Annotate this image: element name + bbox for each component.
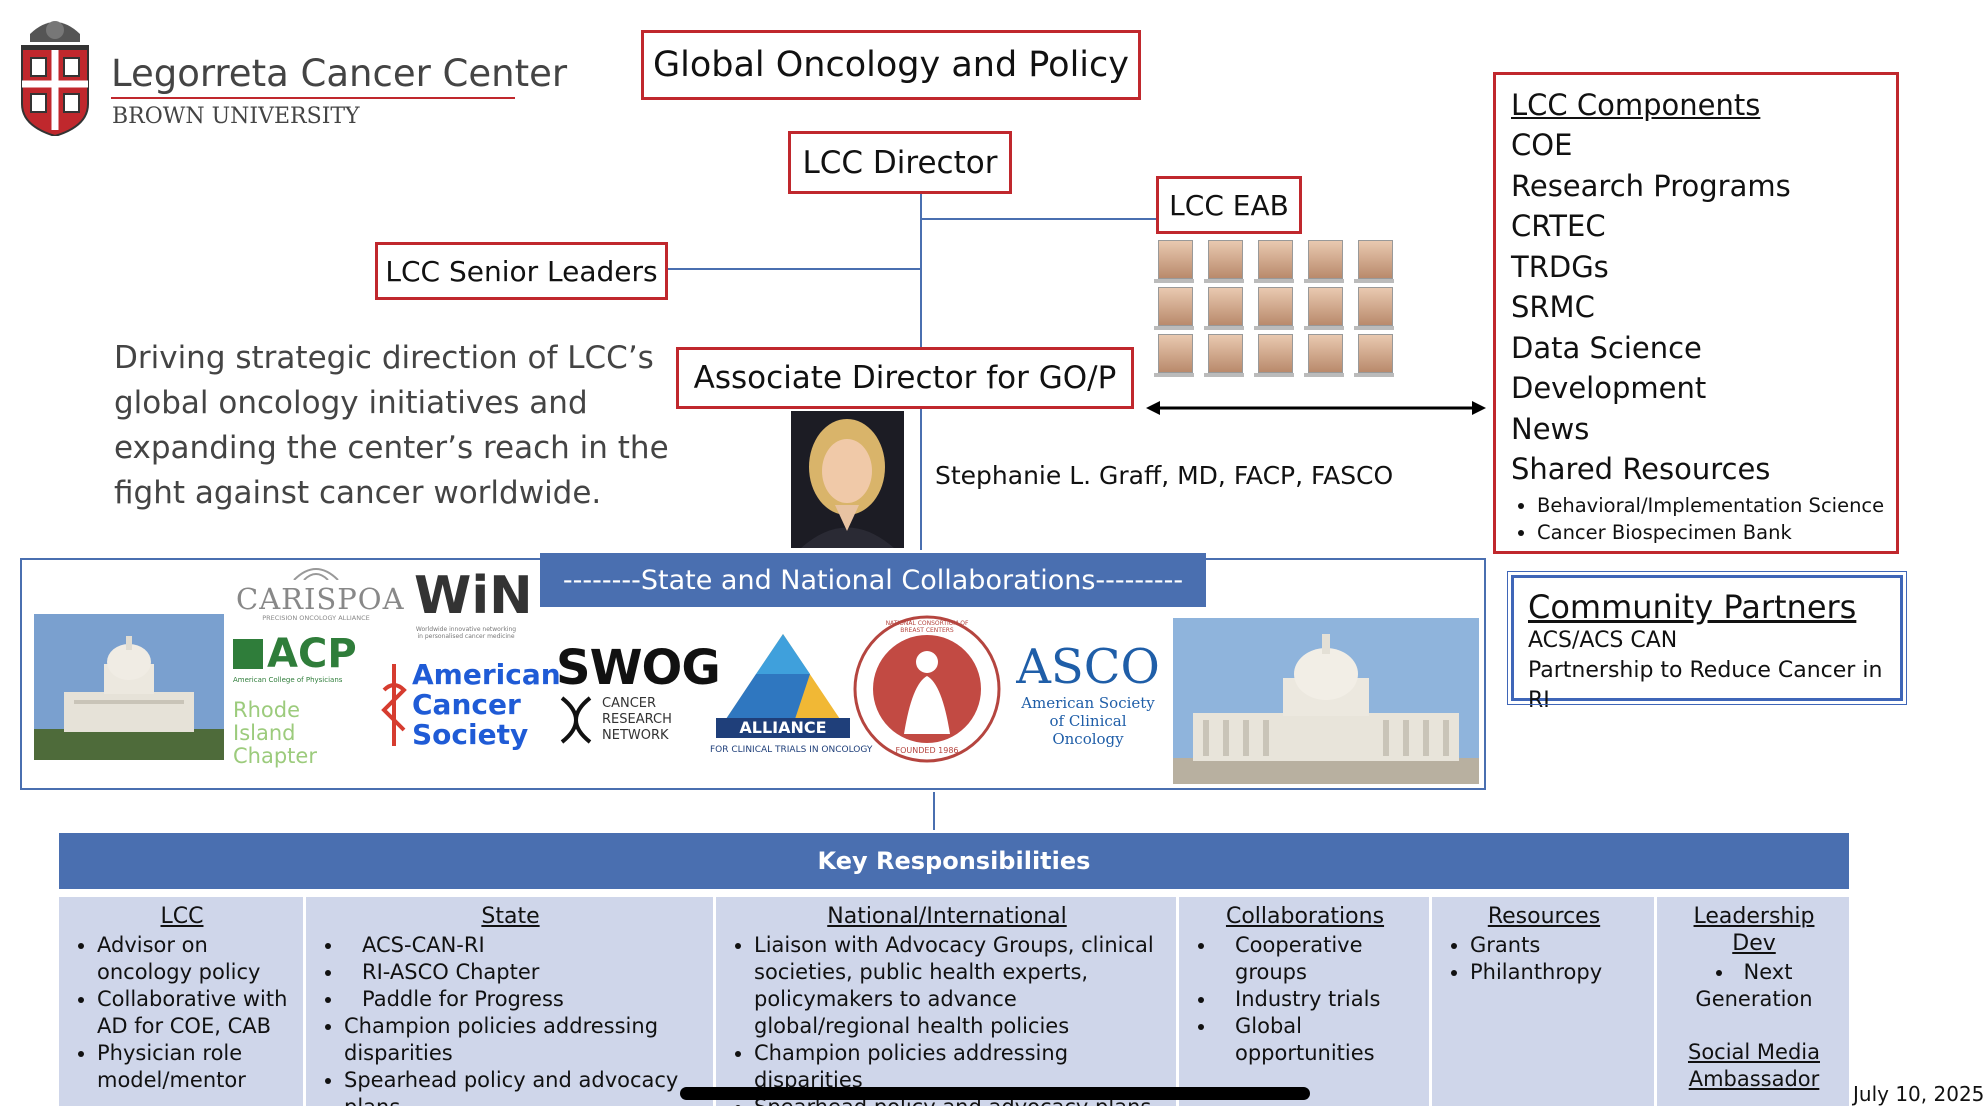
col-item: Liaison with Advocacy Groups, clinical s… bbox=[754, 932, 1166, 1040]
col-heading: LCC bbox=[71, 903, 293, 930]
col-heading: National/International bbox=[728, 903, 1166, 930]
acp-name: ACP bbox=[267, 632, 357, 676]
responsibilities-banner: Key Responsibilities bbox=[59, 833, 1849, 889]
page-title: Global Oncology and Policy bbox=[641, 30, 1141, 100]
component-item: Development bbox=[1511, 368, 1896, 409]
logo-university: BROWN UNIVERSITY bbox=[112, 104, 360, 129]
swog-subtitle: CANCER RESEARCH NETWORK bbox=[602, 696, 682, 744]
component-item: CRTEC bbox=[1511, 206, 1896, 247]
col-item: Champion policies addressing disparities bbox=[754, 1040, 1166, 1094]
responsibilities-col-state: State ACS-CAN-RI RI-ASCO Chapter Paddle … bbox=[306, 897, 713, 1106]
dna-icon bbox=[556, 696, 596, 744]
col-item: Physician role model/mentor bbox=[97, 1040, 293, 1094]
associate-director-photo bbox=[791, 411, 904, 548]
acs-name: American Cancer Society bbox=[412, 660, 552, 750]
director-box: LCC Director bbox=[788, 131, 1012, 194]
connector-eab bbox=[920, 218, 1158, 220]
component-item: Data Science bbox=[1511, 328, 1896, 369]
associate-director-name: Stephanie L. Graff, MD, FACP, FASCO bbox=[935, 461, 1393, 490]
col-heading: State bbox=[318, 903, 703, 930]
col-item: Global opportunities bbox=[1217, 1013, 1419, 1067]
lcc-components-box: LCC Components COE Research Programs CRT… bbox=[1493, 72, 1899, 554]
col-item: Next Generation bbox=[1669, 959, 1839, 1013]
win-logo: WiN Worldwide innovative networking in p… bbox=[414, 566, 518, 656]
col-item: Philanthropy bbox=[1470, 959, 1644, 986]
component-item: Research Programs bbox=[1511, 166, 1896, 207]
acp-chapter: Rhode Island Chapter bbox=[233, 699, 348, 768]
col-item: Collaborative with AD for COE, CAB bbox=[97, 986, 293, 1040]
ncbc-logo: NATIONAL CONSORTIUM OF BREAST CENTERS FO… bbox=[852, 614, 1002, 764]
caris-poa-logo: CARISPOA PRECISION ONCOLOGY ALLIANCE bbox=[236, 564, 396, 626]
responsibilities-col-national: National/International Liaison with Advo… bbox=[716, 897, 1176, 1106]
associate-director-box: Associate Director for GO/P bbox=[676, 347, 1134, 409]
community-partners-box: Community Partners ACS/ACS CAN Partnersh… bbox=[1511, 575, 1903, 701]
responsibilities-col-lcc: LCC Advisor on oncology policy Collabora… bbox=[59, 897, 303, 1106]
component-item: TRDGs bbox=[1511, 247, 1896, 288]
col-item: Advisor on oncology policy bbox=[97, 932, 293, 986]
asco-name: ASCO bbox=[1012, 640, 1164, 694]
logo-name: Legorreta Cancer Center bbox=[111, 52, 567, 95]
col-item: Spearhead policy and advocacy plans bbox=[344, 1067, 703, 1106]
component-item: COE bbox=[1511, 125, 1896, 166]
scroll-indicator[interactable] bbox=[680, 1087, 1310, 1100]
col-item: Industry trials bbox=[1217, 986, 1419, 1013]
component-item: SRMC bbox=[1511, 287, 1896, 328]
community-item: ACS/ACS CAN bbox=[1528, 626, 1900, 656]
shared-resource-item: Behavioral/Implementation Science bbox=[1537, 492, 1896, 519]
double-arrow-icon bbox=[1146, 398, 1486, 418]
eab-box: LCC EAB bbox=[1156, 176, 1302, 234]
responsibilities-col-leadership: Leadership Dev Next Generation Social Me… bbox=[1657, 897, 1849, 1106]
col-heading: Leadership Dev bbox=[1669, 903, 1839, 957]
connector-senior-leaders bbox=[668, 268, 921, 270]
win-subtitle: Worldwide innovative networking in perso… bbox=[414, 626, 518, 640]
shared-resource-item: Cancer Biospecimen Bank bbox=[1537, 519, 1896, 546]
component-item: Shared Resources bbox=[1511, 449, 1896, 490]
col-item: Paddle for Progress bbox=[344, 986, 703, 1013]
win-name: WiN bbox=[414, 566, 518, 626]
caris-name: CARISPOA bbox=[236, 584, 396, 614]
senior-leaders-box: LCC Senior Leaders bbox=[375, 242, 668, 300]
asco-logo: ASCO American Society of Clinical Oncolo… bbox=[1012, 640, 1164, 740]
alliance-subtitle: FOR CLINICAL TRIALS IN ONCOLOGY bbox=[710, 744, 856, 756]
community-heading: Community Partners bbox=[1528, 588, 1900, 626]
col-heading: Resources bbox=[1444, 903, 1644, 930]
alliance-name: ALLIANCE bbox=[710, 718, 856, 738]
acp-logo: ACP American College of Physicians Rhode… bbox=[233, 632, 373, 762]
components-heading: LCC Components bbox=[1511, 85, 1896, 125]
swog-name: SWOG bbox=[556, 644, 706, 692]
collaborations-banner: --------State and National Collaboration… bbox=[540, 553, 1206, 607]
col-item: Grants bbox=[1470, 932, 1644, 959]
american-cancer-society-logo: American Cancer Society bbox=[380, 660, 552, 750]
col-item: Champion policies addressing disparities bbox=[344, 1013, 703, 1067]
col-item: RI-ASCO Chapter bbox=[344, 959, 703, 986]
responsibilities-col-resources: Resources Grants Philanthropy bbox=[1432, 897, 1654, 1106]
mission-statement: Driving strategic direction of LCC’s glo… bbox=[114, 336, 674, 516]
logo-divider bbox=[111, 97, 515, 99]
community-item: Partnership to Reduce Cancer in RI bbox=[1528, 656, 1900, 716]
ncbc-founded: FOUNDED 1986 bbox=[882, 746, 972, 755]
responsibilities-col-collaborations: Collaborations Cooperative groups Indust… bbox=[1179, 897, 1429, 1106]
acp-square-icon bbox=[233, 639, 263, 669]
col-heading: Collaborations bbox=[1191, 903, 1419, 930]
component-item: News bbox=[1511, 409, 1896, 450]
acs-caduceus-icon bbox=[380, 660, 408, 750]
caris-arc-icon bbox=[286, 564, 346, 580]
alliance-logo: ALLIANCE FOR CLINICAL TRIALS IN ONCOLOGY bbox=[710, 630, 856, 760]
acp-subtitle: American College of Physicians bbox=[233, 676, 373, 685]
asco-subtitle: American Society of Clinical Oncology bbox=[1012, 694, 1164, 748]
date-label: July 10, 2025 bbox=[1853, 1082, 1984, 1106]
social-media-ambassador: Social Media Ambassador bbox=[1669, 1039, 1839, 1093]
col-item: ACS-CAN-RI bbox=[344, 932, 703, 959]
ri-state-house-image bbox=[34, 614, 224, 760]
swog-logo: SWOG CANCER RESEARCH NETWORK bbox=[556, 644, 706, 744]
connector-responsibilities bbox=[933, 792, 935, 830]
us-capitol-image bbox=[1173, 618, 1479, 784]
ncbc-ring-text: NATIONAL CONSORTIUM OF BREAST CENTERS bbox=[878, 620, 976, 634]
brown-shield-logo bbox=[18, 12, 92, 136]
col-item: Cooperative groups bbox=[1217, 932, 1419, 986]
eab-member-photos bbox=[1150, 236, 1400, 381]
